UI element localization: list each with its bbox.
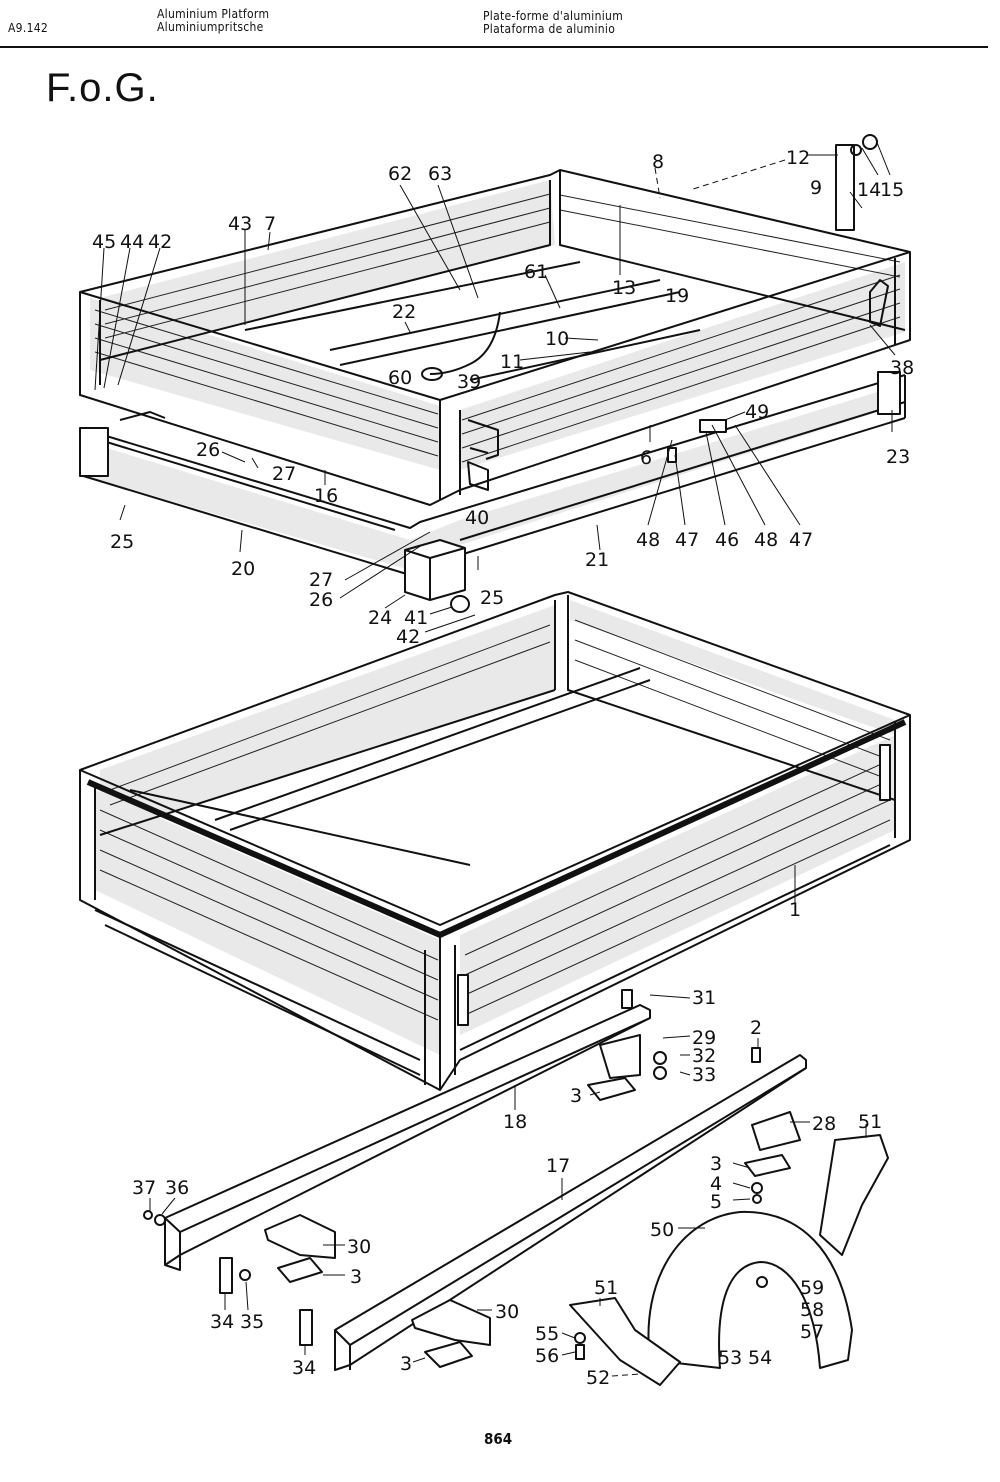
part-label-50: 50 — [650, 1219, 674, 1241]
part-label-58: 58 — [800, 1299, 824, 1321]
title-right-line-1: Plate-forme d'aluminium — [483, 9, 624, 23]
part-label-30a: 30 — [347, 1236, 371, 1258]
part-label-54: 54 — [748, 1347, 772, 1369]
subframe-drawing — [143, 989, 889, 1386]
part-label-22: 22 — [392, 301, 416, 323]
part-label-34a: 34 — [210, 1311, 234, 1333]
page-number: 864 — [484, 1430, 513, 1448]
part-label-39: 39 — [457, 371, 481, 393]
part-label-5: 5 — [710, 1191, 722, 1213]
part-label-63: 63 — [428, 163, 452, 185]
part-label-21: 21 — [585, 549, 609, 571]
part-label-6: 6 — [640, 447, 652, 469]
part-label-3a: 3 — [570, 1085, 582, 1107]
part-label-14: 14 — [857, 179, 881, 201]
part-label-37: 37 — [132, 1177, 156, 1199]
part-label-25a: 25 — [110, 531, 134, 553]
part-label-41: 41 — [404, 607, 428, 629]
part-label-26a: 26 — [196, 439, 220, 461]
part-label-51a: 51 — [858, 1111, 882, 1133]
title-left: Aluminium Platform Aluminiumpritsche — [157, 8, 269, 34]
part-label-16: 16 — [314, 485, 338, 507]
part-label-49: 49 — [745, 401, 769, 423]
part-label-3d: 3 — [400, 1353, 412, 1375]
part-label-32: 32 — [692, 1045, 716, 1067]
part-label-17: 17 — [546, 1155, 570, 1177]
part-label-8: 8 — [652, 151, 664, 173]
part-label-1: 1 — [789, 899, 801, 921]
part-number-labels: 1 2 3 3 3 3 4 5 6 7 8 9 10 11 12 13 14 1… — [92, 147, 914, 1389]
part-label-27a: 27 — [272, 463, 296, 485]
part-label-3c: 3 — [350, 1266, 362, 1288]
part-label-25b: 25 — [480, 587, 504, 609]
part-label-10: 10 — [545, 328, 569, 350]
title-left-line-2: Aluminiumpritsche — [157, 20, 264, 34]
part-label-35: 35 — [240, 1311, 264, 1333]
part-label-48a: 48 — [636, 529, 660, 551]
part-label-36: 36 — [165, 1177, 189, 1199]
part-label-62: 62 — [388, 163, 412, 185]
part-label-45: 45 — [92, 231, 116, 253]
title-left-line-1: Aluminium Platform — [157, 7, 270, 21]
upper-platform-drawing — [79, 134, 911, 506]
part-label-24: 24 — [368, 607, 392, 629]
part-label-52: 52 — [586, 1367, 610, 1389]
part-label-56: 56 — [535, 1345, 559, 1367]
part-label-19: 19 — [665, 285, 689, 307]
part-label-31: 31 — [692, 987, 716, 1009]
part-label-12: 12 — [786, 147, 810, 169]
part-label-51b: 51 — [594, 1277, 618, 1299]
part-label-7: 7 — [264, 213, 276, 235]
part-label-47b: 47 — [789, 529, 813, 551]
part-label-11: 11 — [500, 351, 524, 373]
part-label-4: 4 — [710, 1173, 722, 1195]
middle-frame-drawing — [79, 371, 906, 613]
part-label-29: 29 — [692, 1027, 716, 1049]
part-label-33: 33 — [692, 1064, 716, 1086]
leader-lines — [94, 139, 896, 1377]
part-label-27b: 27 — [309, 569, 333, 591]
title-right: Plate-forme d'aluminium Plataforma de al… — [483, 10, 623, 36]
part-label-18: 18 — [503, 1111, 527, 1133]
part-label-23: 23 — [886, 446, 910, 468]
part-label-42b: 42 — [396, 626, 420, 648]
part-label-20: 20 — [231, 558, 255, 580]
lower-platform-drawing — [79, 591, 911, 1091]
part-label-9: 9 — [810, 177, 822, 199]
part-label-57: 57 — [800, 1321, 824, 1343]
part-label-48b: 48 — [754, 529, 778, 551]
part-label-3b: 3 — [710, 1153, 722, 1175]
part-label-30b: 30 — [495, 1301, 519, 1323]
part-label-2: 2 — [750, 1017, 762, 1039]
part-label-34b: 34 — [292, 1357, 316, 1379]
brand-mark: F.o.G. — [46, 66, 159, 110]
part-label-26b: 26 — [309, 589, 333, 611]
part-label-13: 13 — [612, 277, 636, 299]
part-label-60: 60 — [388, 367, 412, 389]
catalog-code: A9.142 — [8, 21, 49, 35]
part-label-47a: 47 — [675, 529, 699, 551]
part-label-15: 15 — [880, 179, 904, 201]
part-label-61: 61 — [524, 261, 548, 283]
part-label-55: 55 — [535, 1323, 559, 1345]
part-label-53: 53 — [718, 1347, 742, 1369]
part-label-44: 44 — [120, 231, 144, 253]
part-label-40: 40 — [465, 507, 489, 529]
title-right-line-2: Plataforma de aluminio — [483, 22, 616, 36]
part-label-38: 38 — [890, 357, 914, 379]
part-label-42a: 42 — [148, 231, 172, 253]
part-label-28: 28 — [812, 1113, 836, 1135]
part-label-59: 59 — [800, 1277, 824, 1299]
part-label-43: 43 — [228, 213, 252, 235]
part-label-46: 46 — [715, 529, 739, 551]
header-rule — [0, 46, 988, 48]
